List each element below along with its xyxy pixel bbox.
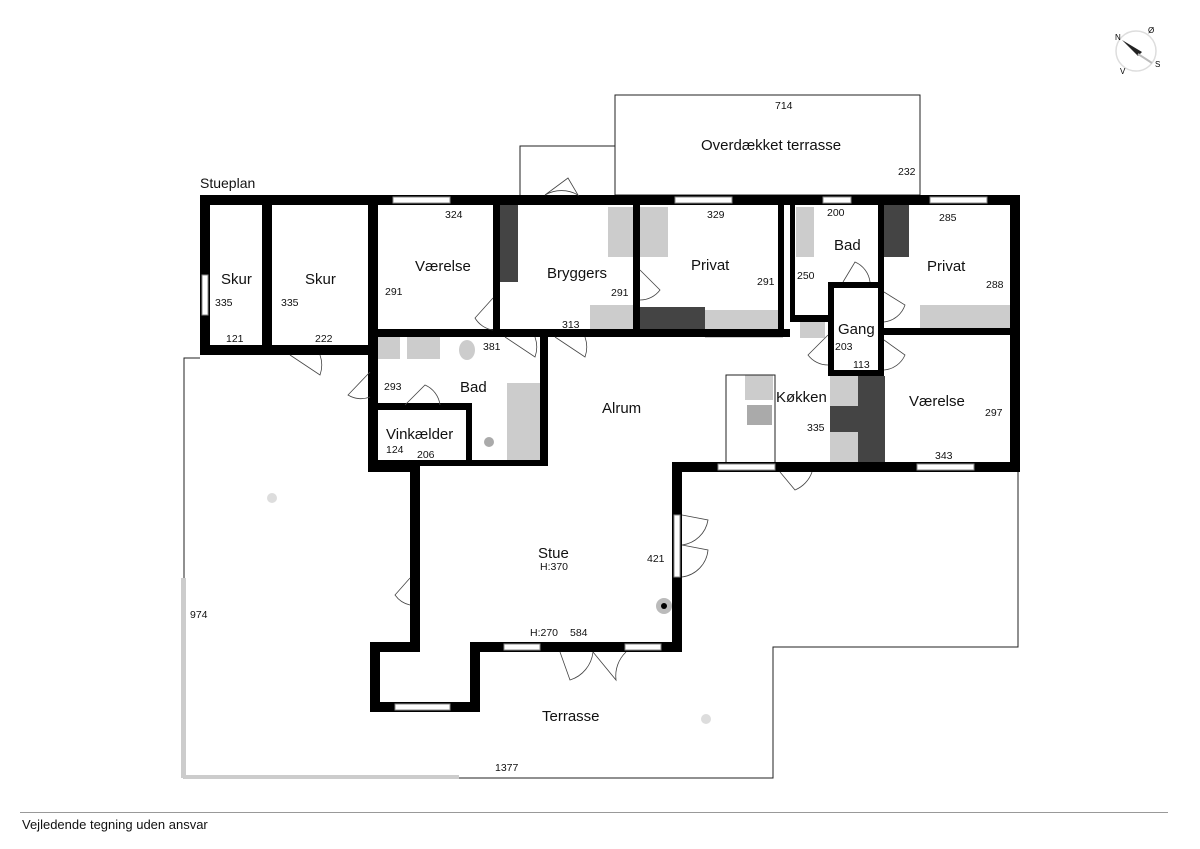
outdoor-outlines — [181, 94, 1019, 779]
compass-n: N — [1115, 33, 1121, 42]
room-vaerelse-1: Værelse — [415, 258, 471, 275]
room-overdaekket-terrasse: Overdækket terrasse — [701, 137, 841, 154]
room-bad-2: Bad — [460, 379, 487, 396]
room-privat-1: Privat — [691, 257, 730, 274]
dim: 381 — [483, 341, 501, 353]
room-vaerelse-2: Værelse — [909, 393, 965, 410]
footer-divider — [20, 812, 1168, 813]
dim: 313 — [562, 319, 580, 331]
fixtures — [378, 205, 1010, 614]
doors — [289, 177, 906, 682]
compass-e: Ø — [1148, 26, 1154, 35]
dim: 232 — [898, 166, 916, 178]
stue-height: H:370 — [540, 561, 568, 573]
dim: 291 — [611, 287, 629, 299]
dim: 291 — [385, 286, 403, 298]
dim: 974 — [190, 609, 208, 621]
dim: 250 — [797, 270, 815, 282]
room-terrasse: Terrasse — [542, 708, 600, 725]
room-alrum: Alrum — [602, 400, 641, 417]
room-privat-2: Privat — [927, 258, 966, 275]
compass-s: S — [1155, 60, 1160, 69]
window-height: H:270 — [530, 627, 558, 639]
dim: 335 — [807, 422, 825, 434]
dim: 113 — [853, 359, 870, 371]
dim: 421 — [647, 553, 665, 565]
dim: 297 — [985, 407, 1003, 419]
room-skur-1: Skur — [221, 271, 252, 288]
dim: 288 — [986, 279, 1004, 291]
dim: 124 — [386, 444, 404, 456]
room-gang: Gang — [838, 321, 875, 338]
compass-w: V — [1120, 67, 1126, 76]
room-koekken: Køkken — [776, 389, 827, 406]
compass-icon: N Ø S V — [1115, 26, 1160, 76]
dim: 324 — [445, 209, 463, 221]
dim: 335 — [281, 297, 299, 309]
room-vinkaelder: Vinkælder — [386, 426, 453, 443]
dim: 329 — [707, 209, 725, 221]
dim: 206 — [417, 449, 435, 461]
room-bad-1: Bad — [834, 237, 861, 254]
room-bryggers: Bryggers — [547, 265, 607, 282]
disclaimer: Vejledende tegning uden ansvar — [22, 817, 208, 832]
plan-title: Stueplan — [200, 175, 255, 191]
windows — [201, 196, 988, 711]
dim: 203 — [835, 341, 853, 353]
dim: 584 — [570, 627, 588, 639]
dim: 285 — [939, 212, 957, 224]
dim: 293 — [384, 381, 402, 393]
dim: 343 — [935, 450, 953, 462]
room-skur-2: Skur — [305, 271, 336, 288]
dim: 335 — [215, 297, 233, 309]
room-stue: Stue — [538, 545, 569, 562]
dim: 1377 — [495, 762, 519, 774]
dim: 222 — [315, 333, 333, 345]
dim: 714 — [775, 100, 793, 112]
dim: 291 — [757, 276, 775, 288]
dim: 121 — [226, 333, 244, 345]
dim: 200 — [827, 207, 845, 219]
